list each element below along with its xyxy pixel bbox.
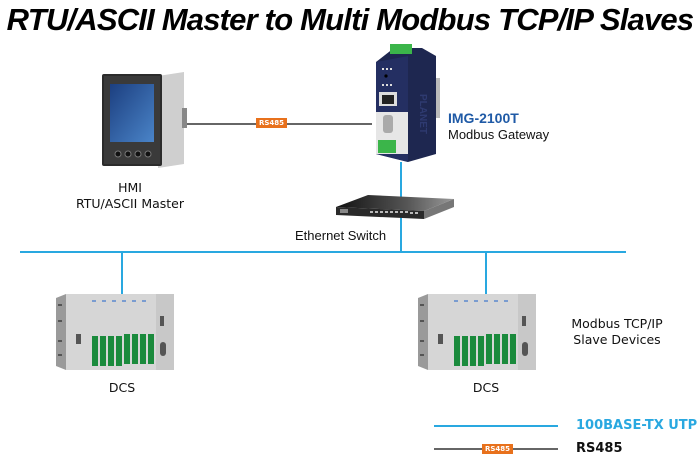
hmi-label-line1: HMI [118,180,142,195]
dcs-right-device [418,294,536,370]
gateway-model: IMG-2100T [448,110,519,126]
ethernet-drop-left [121,252,123,294]
gateway-brand: PLANET [417,94,428,134]
slave-label-line2: Slave Devices [573,332,661,347]
dcs-rack-icon [418,294,536,370]
ethernet-switch-icon [336,195,454,219]
legend-rs485-label: RS485 [576,441,623,456]
ethernet-switch [334,193,454,223]
legend: 100BASE-TX UTP RS485 RS485 [430,418,700,458]
dcs-left-label: DCS [108,380,136,395]
hmi-panel-icon [102,72,187,168]
hmi-device [96,68,188,172]
legend-rs485-tag: RS485 [482,444,514,454]
gateway-device-icon: PLANET [376,44,440,162]
slave-devices-label: Modbus TCP/IP Slave Devices [552,316,682,348]
ethernet-drop-right [485,252,487,294]
gateway-device: PLANET [368,44,444,164]
gateway-description: Modbus Gateway [448,127,550,142]
hmi-label-line2: RTU/ASCII Master [75,196,185,211]
dcs-left-device [56,294,174,370]
switch-label: Ethernet Switch [295,228,387,243]
dcs-rack-icon [56,294,174,370]
legend-ethernet-label: 100BASE-TX UTP [576,418,698,433]
rs485-tag: RS485 [256,118,288,128]
hmi-label: HMI RTU/ASCII Master [40,180,220,212]
slave-label-line1: Modbus TCP/IP [571,316,663,331]
legend-ethernet-swatch [434,425,558,427]
ethernet-bus [20,251,626,253]
dcs-right-label: DCS [472,380,500,395]
diagram-title: RTU/ASCII Master to Multi Modbus TCP/IP … [6,2,694,37]
